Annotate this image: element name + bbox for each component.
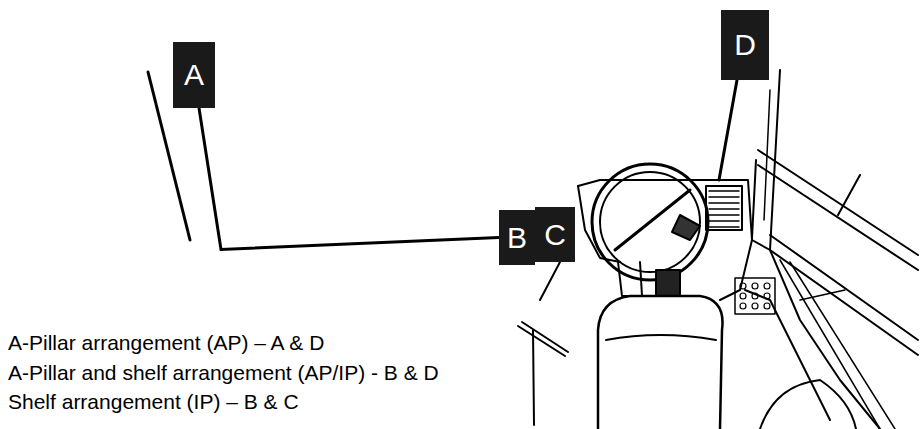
grille-slat <box>709 196 739 198</box>
driver-seat <box>598 296 723 429</box>
panel-button <box>752 283 758 289</box>
seat-armrest <box>760 380 856 429</box>
wheel-hub <box>672 215 700 240</box>
grille-slat <box>709 202 739 204</box>
label-tag: D <box>721 10 769 80</box>
side-console <box>745 290 830 420</box>
mount-bracket <box>522 322 568 352</box>
mount-line <box>199 108 499 250</box>
mount-pole <box>719 80 737 180</box>
window-frame <box>838 175 860 215</box>
panel-button <box>752 293 758 299</box>
window-frame <box>758 165 918 270</box>
door-edge <box>790 262 895 429</box>
label-tag: C <box>535 207 575 262</box>
tag-letter: D <box>734 30 756 60</box>
grille-slat <box>709 214 739 216</box>
grille-slat <box>709 208 739 210</box>
tag-letter: B <box>507 223 527 253</box>
mount-pole <box>540 262 560 300</box>
grille-slat <box>709 220 739 222</box>
grille-slat <box>709 190 739 192</box>
steering-wheel <box>592 164 708 280</box>
door-edge <box>780 260 880 429</box>
window-frame <box>800 290 845 300</box>
window-frame <box>758 150 918 255</box>
window-frame <box>752 160 756 238</box>
panel-button <box>752 303 758 309</box>
mount-line <box>199 108 499 250</box>
steering-wheel <box>600 172 700 272</box>
mount-pole <box>533 330 534 425</box>
arrangement-note: Shelf arrangement (IP) – B & C <box>8 389 299 414</box>
panel-button <box>764 303 770 309</box>
label-tag: A <box>173 42 215 108</box>
panel-button <box>740 293 746 299</box>
panel-button <box>764 293 770 299</box>
arrangement-note: A-Pillar and shelf arrangement (AP/IP) -… <box>8 360 439 385</box>
mount-bracket <box>518 326 565 356</box>
window-frame <box>770 235 918 340</box>
tag-letter: A <box>184 60 204 90</box>
driver-seat <box>606 335 716 340</box>
tag-letter: C <box>544 220 566 250</box>
label-tag: B <box>499 210 535 265</box>
instrument-grille <box>706 186 742 230</box>
panel-button <box>740 283 746 289</box>
grille-slat <box>709 226 739 228</box>
arrangement-note: A-Pillar arrangement (AP) – A & D <box>8 330 324 355</box>
button-panel <box>735 278 775 314</box>
panel-button <box>764 283 770 289</box>
panel-button <box>740 303 746 309</box>
